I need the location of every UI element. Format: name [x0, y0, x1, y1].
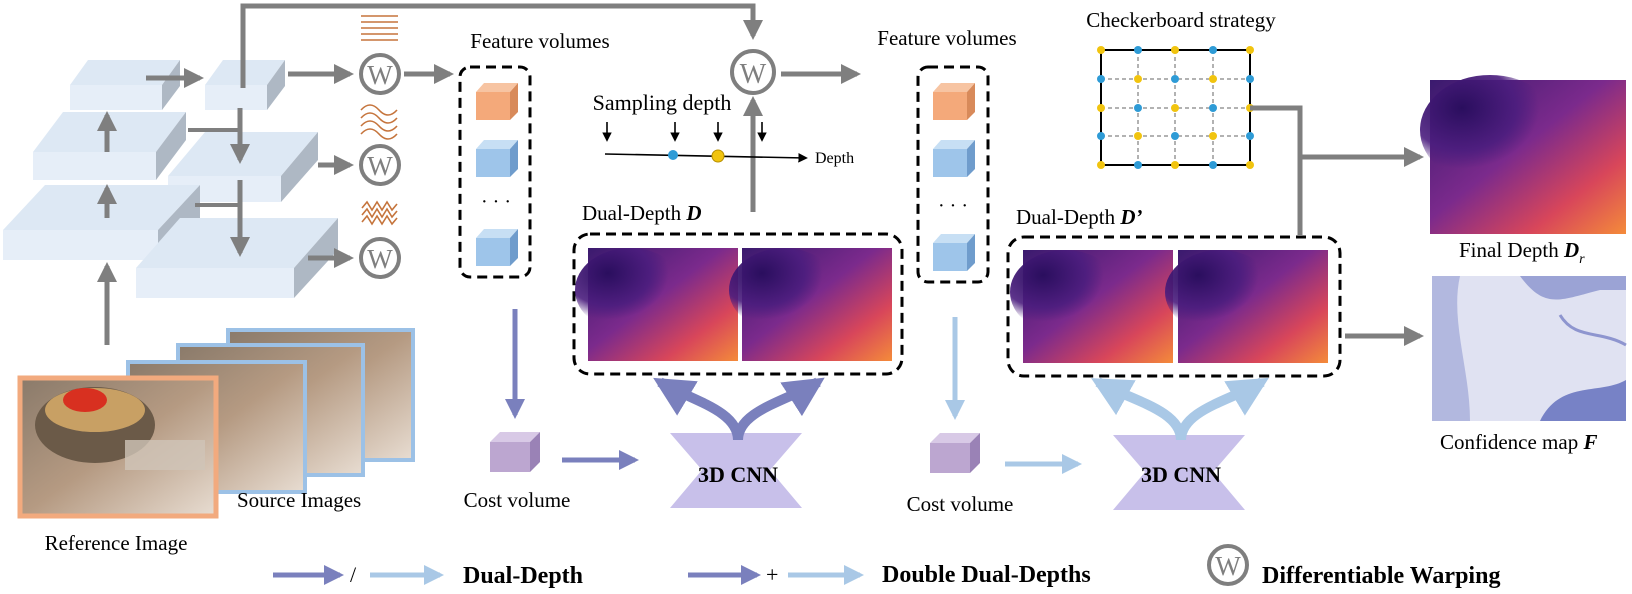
legend-warping: Differentiable Warping [1262, 563, 1500, 589]
warp-icon-4 [730, 49, 776, 95]
legend-warp-letter: W [1215, 551, 1241, 581]
orange-cube [476, 92, 510, 120]
cost-volume-cube-2 [930, 433, 980, 473]
warp-letter-3: W [367, 244, 393, 274]
checker-dot [1171, 161, 1179, 169]
legend: / Dual-Depth + Double Dual-Depths W Diff… [273, 544, 1500, 589]
feature-volumes-label-1: Feature volumes [470, 29, 609, 53]
warp-letter-4: W [740, 59, 767, 90]
cnn-label-1: 3D CNN [698, 462, 778, 487]
dual-depth-arrows [505, 309, 825, 470]
sampling-axis [602, 122, 808, 163]
feature-cubes-2: · · · [933, 83, 975, 271]
checker-dot [1134, 132, 1142, 140]
frequency-glyphs [360, 15, 398, 226]
checker-dot [1171, 46, 1179, 54]
feature-pyramid [3, 60, 338, 298]
warp-icon-1 [359, 53, 401, 95]
cnn-label-2: 3D CNN [1141, 462, 1221, 487]
reference-image-label: Reference Image [45, 531, 188, 555]
source-images-label: Source Images [237, 488, 361, 512]
checker-dot [1209, 46, 1217, 54]
pyramid-arrows [97, 3, 861, 345]
double-dual-depth-arrows [945, 317, 1269, 474]
confidence-label: Confidence map F [1440, 430, 1597, 454]
final-depth-label: Final Depth Dr [1459, 238, 1585, 267]
output-arrows [1250, 105, 1424, 346]
cost-volume-cube-1 [490, 432, 540, 472]
cnn-block-2 [1113, 435, 1245, 510]
checker-dot [1097, 104, 1105, 112]
warp-circles: W W W W [359, 49, 776, 279]
checker-dot [1246, 75, 1254, 83]
legend-warp-icon [1207, 544, 1249, 586]
dual-depth-box-2 [1006, 235, 1342, 378]
warp-letter-2: W [367, 151, 393, 181]
blue-cube [476, 149, 510, 177]
depth-maps-2 [1010, 250, 1328, 363]
checker-dot [1171, 104, 1179, 112]
checker-dot [1134, 75, 1142, 83]
warp-letter-1: W [367, 60, 393, 90]
checker-dot [1097, 75, 1105, 83]
depth-axis-label: Depth [815, 150, 854, 167]
checker-dot [1097, 46, 1105, 54]
feature-volumes-label-2: Feature volumes [877, 26, 1016, 50]
legend-dual-depth: Dual-Depth [463, 563, 583, 589]
checker-dot [1097, 161, 1105, 169]
checker-dot [1134, 46, 1142, 54]
blue-cube [933, 149, 967, 177]
dual-depth-d-label: Dual-Depth D [582, 201, 702, 225]
blue-cube [933, 243, 967, 271]
checker-dot [1209, 132, 1217, 140]
blue-cube [476, 238, 510, 266]
warp-icon-3 [359, 237, 401, 279]
feature-cubes-1: · · · [476, 83, 518, 266]
checker-dot [1209, 161, 1217, 169]
legend-plus: + [766, 562, 778, 587]
cost-volume-label-2: Cost volume [907, 492, 1014, 516]
orange-cube [933, 92, 967, 120]
sample-point-yellow [711, 149, 725, 163]
reference-image [17, 375, 219, 519]
dual-depth-d2-label: Dual-Depth D’ [1016, 205, 1143, 229]
checker-dot [1097, 132, 1105, 140]
checker-dot [1209, 104, 1217, 112]
checkerboard-label: Checkerboard strategy [1086, 8, 1276, 32]
checker-dot [1246, 161, 1254, 169]
confidence-map [1432, 276, 1627, 421]
checker-dot [1134, 161, 1142, 169]
ellipsis-2: · · · [938, 195, 968, 217]
checker-dot [1134, 104, 1142, 112]
cnn-block-1 [670, 433, 802, 508]
legend-slash: / [350, 562, 357, 587]
checker-dot [1171, 132, 1179, 140]
sample-point-blue [668, 150, 678, 160]
feature-volume-box-2 [916, 65, 990, 284]
checker-dot [1209, 75, 1217, 83]
feature-volume-box-1 [458, 65, 532, 279]
checker-dot [1246, 46, 1254, 54]
legend-double-dual-depths: Double Dual-Depths [882, 562, 1091, 588]
cost-volume-label-1: Cost volume [464, 488, 571, 512]
depth-maps-1 [575, 248, 892, 361]
ellipsis-1: · · · [481, 191, 511, 213]
checker-dot [1246, 132, 1254, 140]
checker-dot [1171, 75, 1179, 83]
dual-depth-box-1 [572, 232, 904, 376]
checkerboard-grid [1097, 46, 1254, 169]
sampling-depth-label: Sampling depth [593, 90, 732, 115]
warp-icon-2 [359, 144, 401, 186]
